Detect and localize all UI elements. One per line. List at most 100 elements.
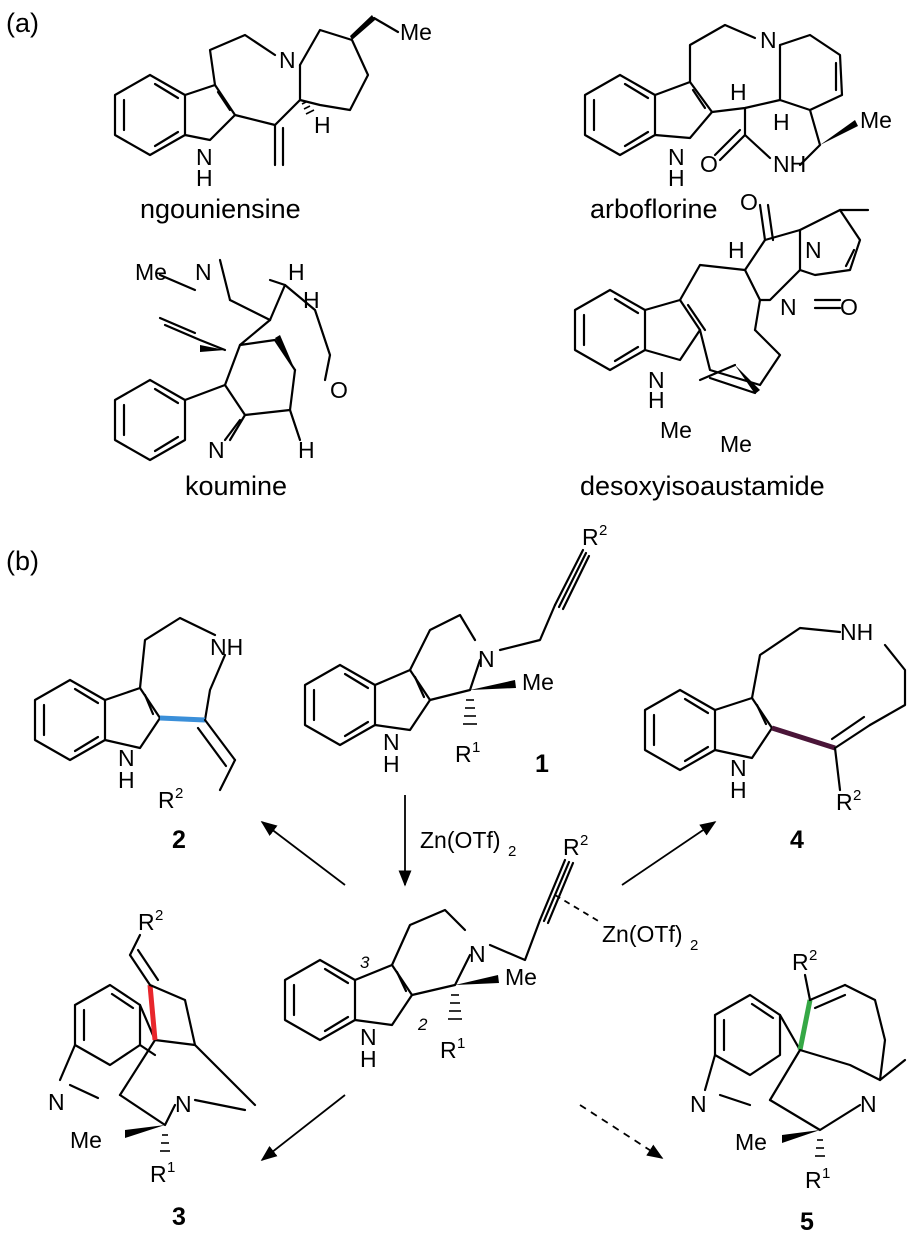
position-label: 2: [417, 1015, 428, 1034]
atom-label: N: [730, 755, 747, 781]
atom-label: N: [478, 646, 495, 672]
reagent-label: Zn(OTf): [420, 827, 501, 853]
atom-label: R: [805, 1167, 822, 1193]
highlight-bond-blue: [159, 715, 206, 723]
coordination-dashed-bond: [554, 894, 601, 923]
atom-label: R: [582, 524, 599, 550]
atom-label: H: [730, 777, 747, 803]
atom-label: R: [836, 789, 853, 815]
compound-number-3: 3: [172, 1203, 186, 1231]
reagent-subscript: 2: [508, 843, 516, 860]
atom-label: R: [150, 1161, 167, 1187]
atom-label: H: [730, 79, 747, 105]
atom-label: N: [690, 1091, 707, 1117]
compound-name-arboflorine: arboflorine: [590, 194, 718, 224]
atom-label: N: [469, 941, 486, 967]
atom-superscript: 2: [580, 832, 588, 849]
atom-label: NH: [210, 634, 243, 660]
atom-label: R: [158, 787, 175, 813]
atom-label: H: [314, 112, 331, 138]
atom-label: H: [728, 237, 745, 263]
atom-label: R: [138, 909, 155, 935]
atom-label: N: [279, 47, 296, 73]
atom-superscript: 2: [155, 907, 163, 924]
zinc-label: Zn(OTf): [602, 921, 683, 947]
atom-label: NH: [840, 619, 873, 645]
structure-ngouniensine: N Me H N H: [113, 15, 432, 191]
atom-label: H: [668, 165, 685, 191]
atom-label: Me: [70, 1127, 102, 1153]
atom-label: H: [383, 751, 400, 777]
atom-label: N: [780, 294, 797, 320]
zinc-subscript: 2: [690, 937, 698, 954]
structure-compound-4: NH N H R 2: [643, 619, 907, 815]
atom-label: Me: [505, 964, 537, 990]
arrow-to-compound-5-dashed: [579, 1104, 664, 1159]
highlight-bond-red: [147, 984, 158, 1041]
arrow-to-compound-2: [260, 821, 346, 886]
atom-label: NH: [773, 151, 806, 177]
structure-compound-5: R 2 N N Me R 1: [690, 947, 907, 1193]
atom-superscript: 2: [853, 787, 861, 804]
atom-label: N: [648, 367, 665, 393]
atom-label: N: [860, 1091, 877, 1117]
compound-name-ngouniensine: ngouniensine: [140, 194, 301, 224]
atom-label: Me: [660, 417, 692, 443]
atom-label: O: [840, 294, 858, 320]
atom-label: R: [563, 834, 580, 860]
atom-superscript: 1: [472, 739, 480, 756]
atom-label: H: [773, 109, 790, 135]
atom-superscript: 2: [175, 785, 183, 802]
structure-compound-2: NH N H R 2: [33, 616, 243, 813]
atom-label: Me: [522, 669, 554, 695]
arrow-to-compound-3: [260, 1094, 346, 1161]
atom-label: H: [288, 259, 305, 285]
compound-name-koumine: koumine: [185, 471, 287, 501]
structure-zinc-complex: 3 2 N Me N H R 1 R 2 Zn(OTf) 2: [283, 832, 698, 1072]
compound-number-2: 2: [172, 826, 186, 854]
atom-label: R: [440, 1037, 457, 1063]
compound-number-5: 5: [800, 1208, 814, 1236]
structure-compound-1: N Me N H R 1 R 2: [303, 522, 607, 777]
atom-label: N: [118, 745, 135, 771]
structure-arboflorine: N H H Me NH O N H: [583, 23, 892, 191]
atom-superscript: 1: [457, 1035, 465, 1052]
highlight-bond-green: [797, 999, 813, 1051]
atom-label: O: [740, 189, 758, 215]
atom-label: N: [195, 259, 212, 285]
atom-label: O: [700, 151, 718, 177]
atom-label: H: [303, 287, 320, 313]
structure-compound-3: R 2 N N Me R 1: [48, 907, 257, 1187]
atom-label: N: [48, 1089, 65, 1115]
position-label: 3: [360, 953, 370, 972]
atom-label: H: [196, 165, 213, 191]
atom-label: Me: [735, 1129, 767, 1155]
atom-superscript: 2: [809, 947, 817, 964]
atom-label: N: [196, 144, 213, 170]
atom-superscript: 2: [599, 522, 607, 539]
atom-label: Me: [400, 19, 432, 45]
atom-label: H: [298, 437, 315, 463]
structure-desoxyisoaustamide: O H N N O N H Me Me: [573, 189, 870, 457]
atom-label: O: [330, 377, 348, 403]
panel-label-a: (a): [6, 8, 39, 38]
structure-koumine: Me N H H O N H: [113, 258, 348, 463]
atom-label: R: [792, 949, 809, 975]
atom-label: N: [360, 1024, 377, 1050]
atom-superscript: 1: [167, 1159, 175, 1176]
atom-label: R: [455, 741, 472, 767]
arrow-to-compound-4: [621, 821, 717, 886]
atom-label: Me: [720, 431, 752, 457]
atom-label: N: [760, 27, 777, 53]
atom-label: Me: [135, 259, 167, 285]
compound-name-desoxyisoaustamide: desoxyisoaustamide: [580, 471, 825, 501]
atom-label: N: [668, 144, 685, 170]
atom-superscript: 1: [822, 1165, 830, 1182]
atom-label: N: [175, 1091, 192, 1117]
atom-label: N: [383, 729, 400, 755]
atom-label: N: [208, 437, 225, 463]
atom-label: H: [648, 387, 665, 413]
atom-label: H: [118, 767, 135, 793]
highlight-bond-purple: [771, 725, 836, 751]
